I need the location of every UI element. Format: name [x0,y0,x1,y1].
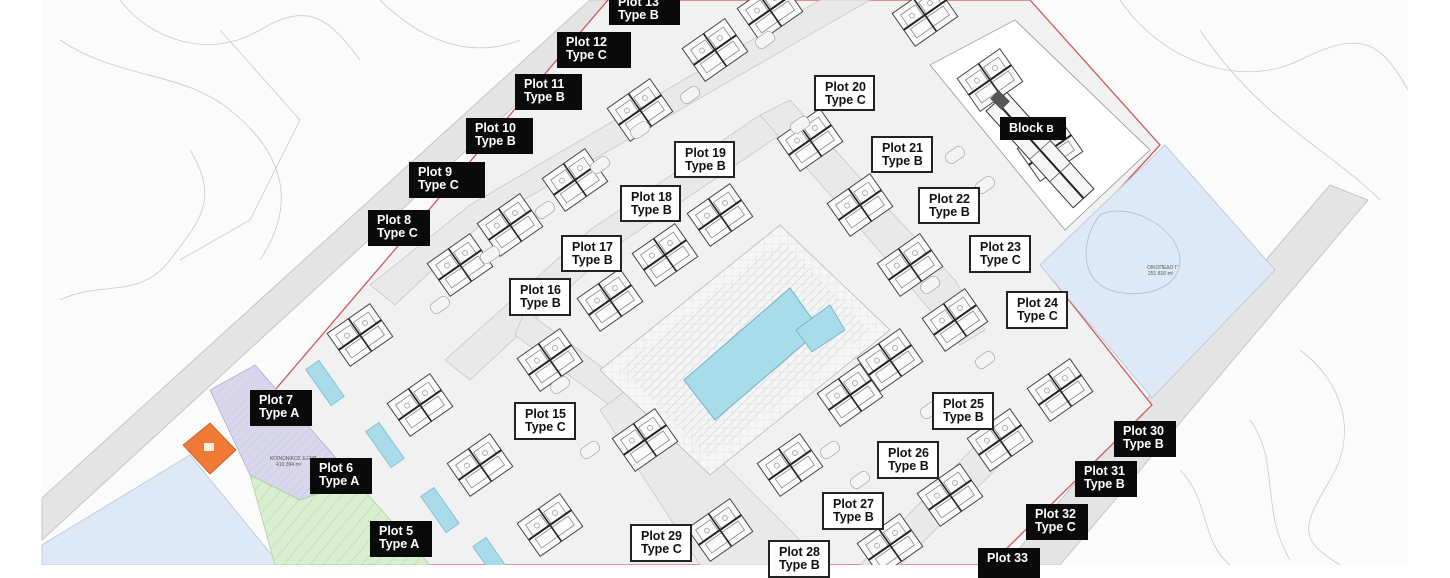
plot-number: Plot 31 [1084,464,1125,478]
plot-type: Type B [882,154,923,168]
plot-number: Plot 17 [572,240,613,254]
plot-number: Plot 25 [943,397,984,411]
plot-number: Plot 6 [319,461,354,475]
plot-type: Type A [379,537,420,551]
plot-type: Type B [631,203,672,217]
plot-number: Plot 9 [418,165,453,179]
plot-type: Type A [319,474,360,488]
plot-number: Plot 33 [987,551,1028,565]
plot-number: Plot 27 [833,497,874,511]
plot-label-33[interactable]: Plot 33 [978,548,1040,578]
plot-number: Plot 16 [520,283,561,297]
okopedo-area: 251.816 m² [1148,271,1174,277]
plot-type: Type B [888,459,929,473]
plot-type: Type C [1017,309,1058,323]
plot-type: Type B [779,558,820,572]
plot-number: Plot 11 [524,77,565,91]
block-label-text: Block [1009,121,1044,135]
plot-number: Plot 29 [641,529,682,543]
plot-type: Type B [475,134,516,148]
plot-type: Type B [618,8,659,22]
plot-number: Plot 23 [980,240,1021,254]
plot-type: Type B [520,296,561,310]
plot-number: Plot 22 [929,192,970,206]
plot-type: Type C [641,542,682,556]
plot-type: Type C [525,420,566,434]
plot-number: Plot 10 [475,121,516,135]
plot-type: Type B [685,159,726,173]
block-b-label[interactable]: Block B [1000,117,1066,140]
plot-number: Plot 13 [618,0,659,9]
plot-type: Type B [833,510,874,524]
plot-number: Plot 20 [825,80,866,94]
site-plan-map [41,0,1409,565]
plot-number: Plot 19 [685,146,726,160]
plot-type: Type B [572,253,613,267]
plot-number: Plot 18 [631,190,672,204]
plot-type: Type C [980,253,1021,267]
plot-type: Type C [1035,520,1076,534]
plot-number: Plot 24 [1017,296,1058,310]
block-label-letter: B [1046,124,1054,135]
koinoniko-area: 410.394 m² [276,462,302,468]
plot-number: Plot 7 [259,393,294,407]
plot-number: Plot 26 [888,446,929,460]
plot-number: Plot 28 [779,545,820,559]
koinoniko-label: ΚΟΙΝΩΝΙΚΟΣ ΕΞΟΠ. [270,456,318,462]
plot-type: Type C [418,178,459,192]
plot-type: Type B [1084,477,1125,491]
plot-type: Type A [259,406,300,420]
plot-number: Plot 32 [1035,507,1076,521]
plot-number: Plot 8 [377,213,412,227]
plot-type: Type B [929,205,970,219]
plot-type: Type C [377,226,418,240]
plot-type: Type B [524,90,565,104]
plot-number: Plot 12 [566,35,607,49]
plot-type: Type B [943,410,984,424]
okopedo-label: ΟΙΚΟΠΕΔΟ Γ' [1147,265,1179,271]
plot-number: Plot 15 [525,407,566,421]
plot-type: Type C [566,48,607,62]
plot-type: Type C [825,93,866,107]
plot-number: Plot 30 [1123,424,1164,438]
plot-type: Type B [1123,437,1164,451]
plot-number: Plot 21 [882,141,923,155]
plot-number: Plot 5 [379,524,414,538]
